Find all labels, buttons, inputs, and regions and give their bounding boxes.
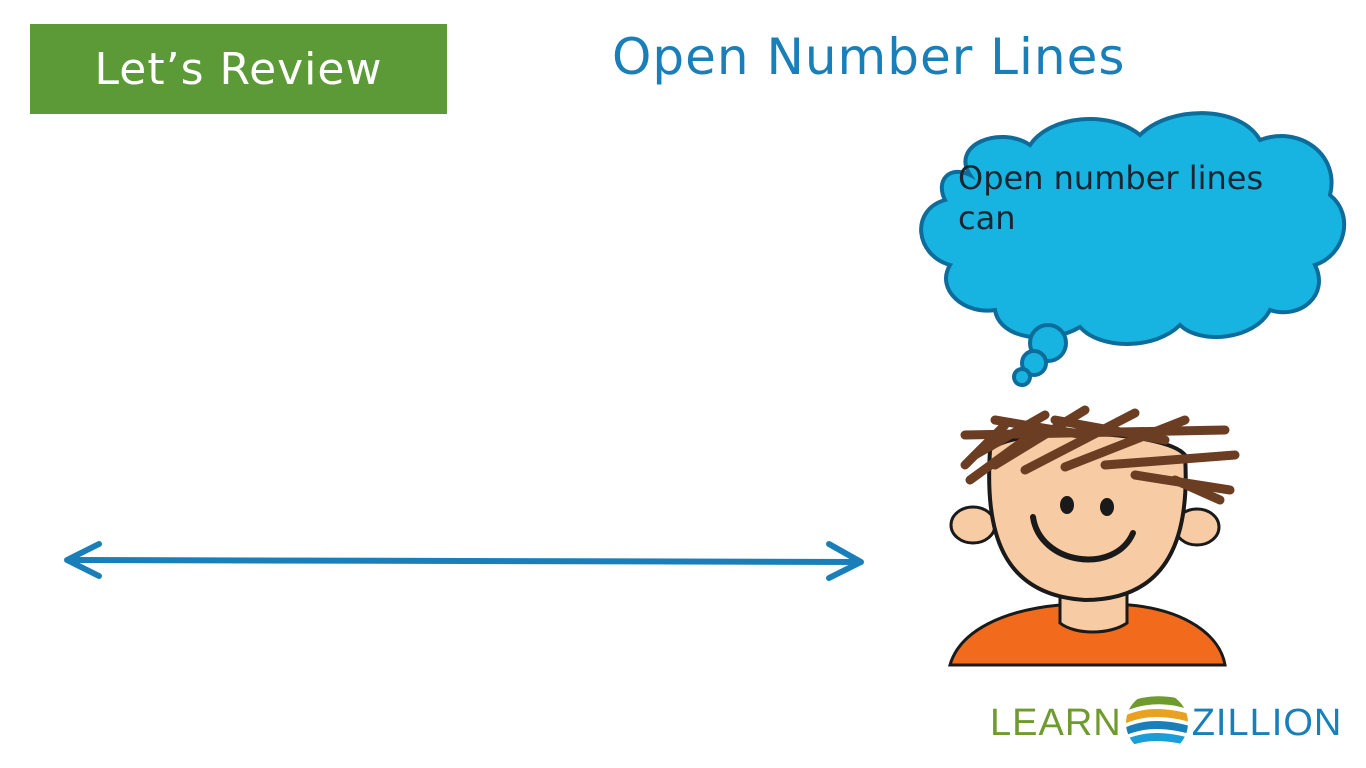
banner-label: Let’s Review bbox=[94, 43, 383, 95]
logo-zillion-word: ZILLION bbox=[1191, 701, 1343, 744]
logo-learn-word: LEARN bbox=[990, 701, 1122, 744]
slide-title: Open Number Lines bbox=[612, 28, 1126, 86]
number-line-arrow-icon bbox=[64, 541, 864, 581]
logo-sphere-icon bbox=[1125, 692, 1188, 754]
learnzillion-logo[interactable]: LEARN ZILLION bbox=[990, 688, 1342, 758]
thought-bubble-icon bbox=[919, 111, 1347, 387]
boy-character-icon bbox=[948, 405, 1240, 667]
thought-bubble-text: Open number lines can bbox=[958, 159, 1264, 237]
lets-review-banner: Let’s Review bbox=[30, 24, 447, 114]
